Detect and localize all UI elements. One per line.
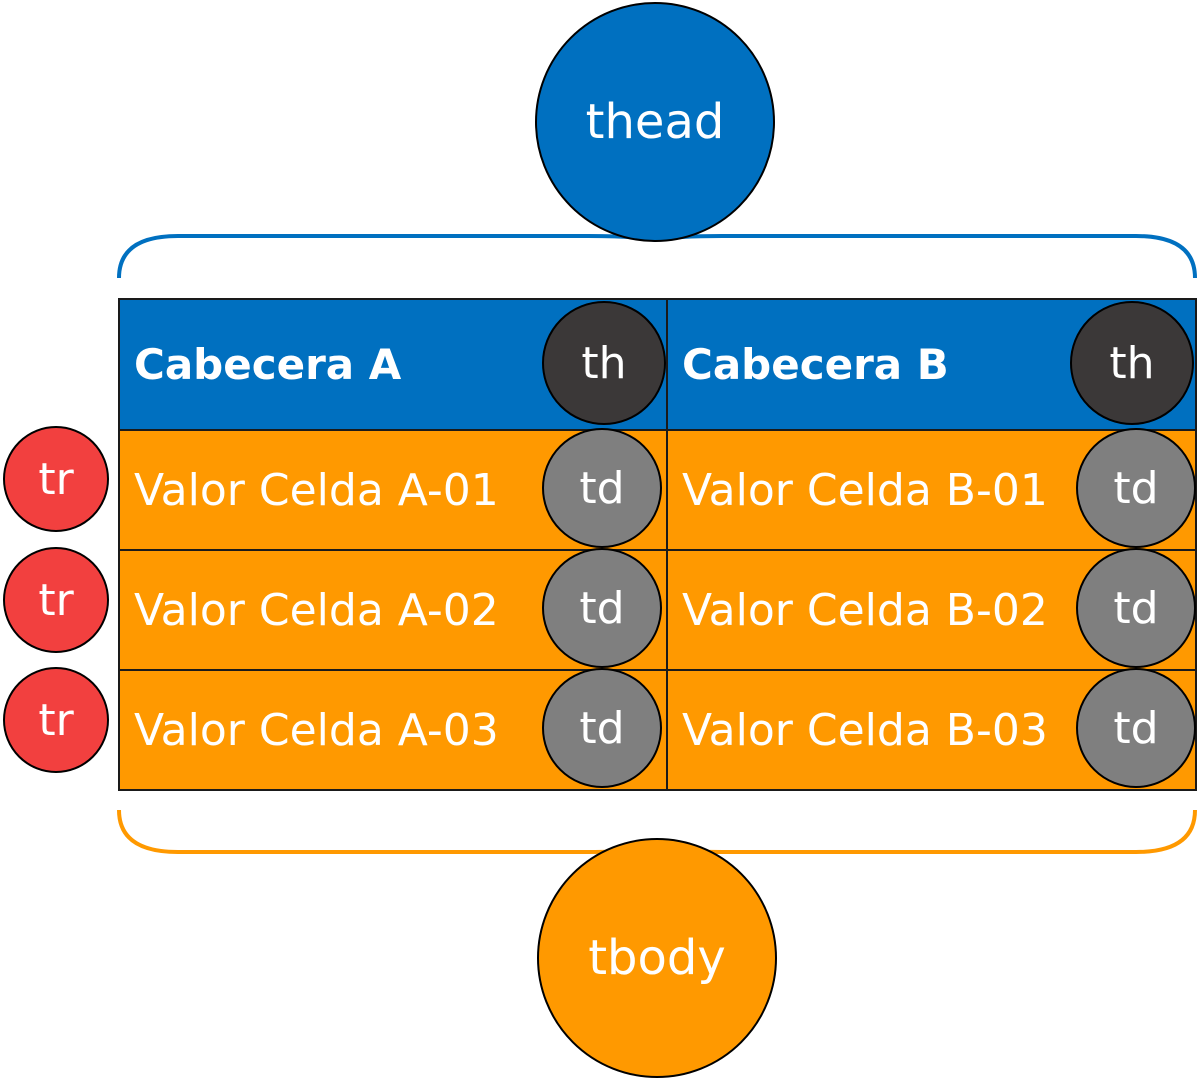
td-bubble-a-02-label: td: [579, 582, 625, 634]
tr-bubble-02-label: tr: [38, 574, 74, 626]
tr-bubble-02: tr: [3, 547, 109, 653]
header-cell-a-text: Cabecera A: [134, 340, 402, 389]
th-bubble-b-label: th: [1109, 337, 1155, 389]
thead-brace: [117, 234, 1197, 279]
body-cell-b-01-text: Valor Celda B-01: [682, 464, 1048, 516]
td-bubble-b-03-label: td: [1113, 702, 1159, 754]
body-cell-a-01-text: Valor Celda A-01: [134, 464, 499, 516]
tbody-label: tbody: [588, 930, 726, 986]
td-bubble-b-02-label: td: [1113, 582, 1159, 634]
tr-bubble-01: tr: [3, 426, 109, 532]
body-cell-a-02-text: Valor Celda A-02: [134, 584, 499, 636]
th-bubble-a: th: [542, 301, 666, 425]
td-bubble-b-02: td: [1076, 548, 1196, 668]
tr-bubble-03-label: tr: [38, 694, 74, 746]
td-bubble-a-01: td: [542, 428, 662, 548]
body-cell-b-03-text: Valor Celda B-03: [682, 704, 1048, 756]
tbody-bubble: tbody: [537, 838, 777, 1078]
th-bubble-b: th: [1070, 301, 1194, 425]
td-bubble-a-03-label: td: [579, 702, 625, 754]
header-cell-b-text: Cabecera B: [682, 340, 949, 389]
body-cell-b-02-text: Valor Celda B-02: [682, 584, 1048, 636]
td-bubble-a-03: td: [542, 668, 662, 788]
th-bubble-a-label: th: [581, 337, 627, 389]
thead-bubble: thead: [535, 2, 775, 242]
thead-label: thead: [585, 94, 725, 150]
td-bubble-b-03: td: [1076, 668, 1196, 788]
td-bubble-a-02: td: [542, 548, 662, 668]
body-cell-a-03-text: Valor Celda A-03: [134, 704, 499, 756]
tr-bubble-01-label: tr: [38, 453, 74, 505]
td-bubble-b-01: td: [1076, 428, 1196, 548]
tr-bubble-03: tr: [3, 667, 109, 773]
td-bubble-b-01-label: td: [1113, 462, 1159, 514]
td-bubble-a-01-label: td: [579, 462, 625, 514]
